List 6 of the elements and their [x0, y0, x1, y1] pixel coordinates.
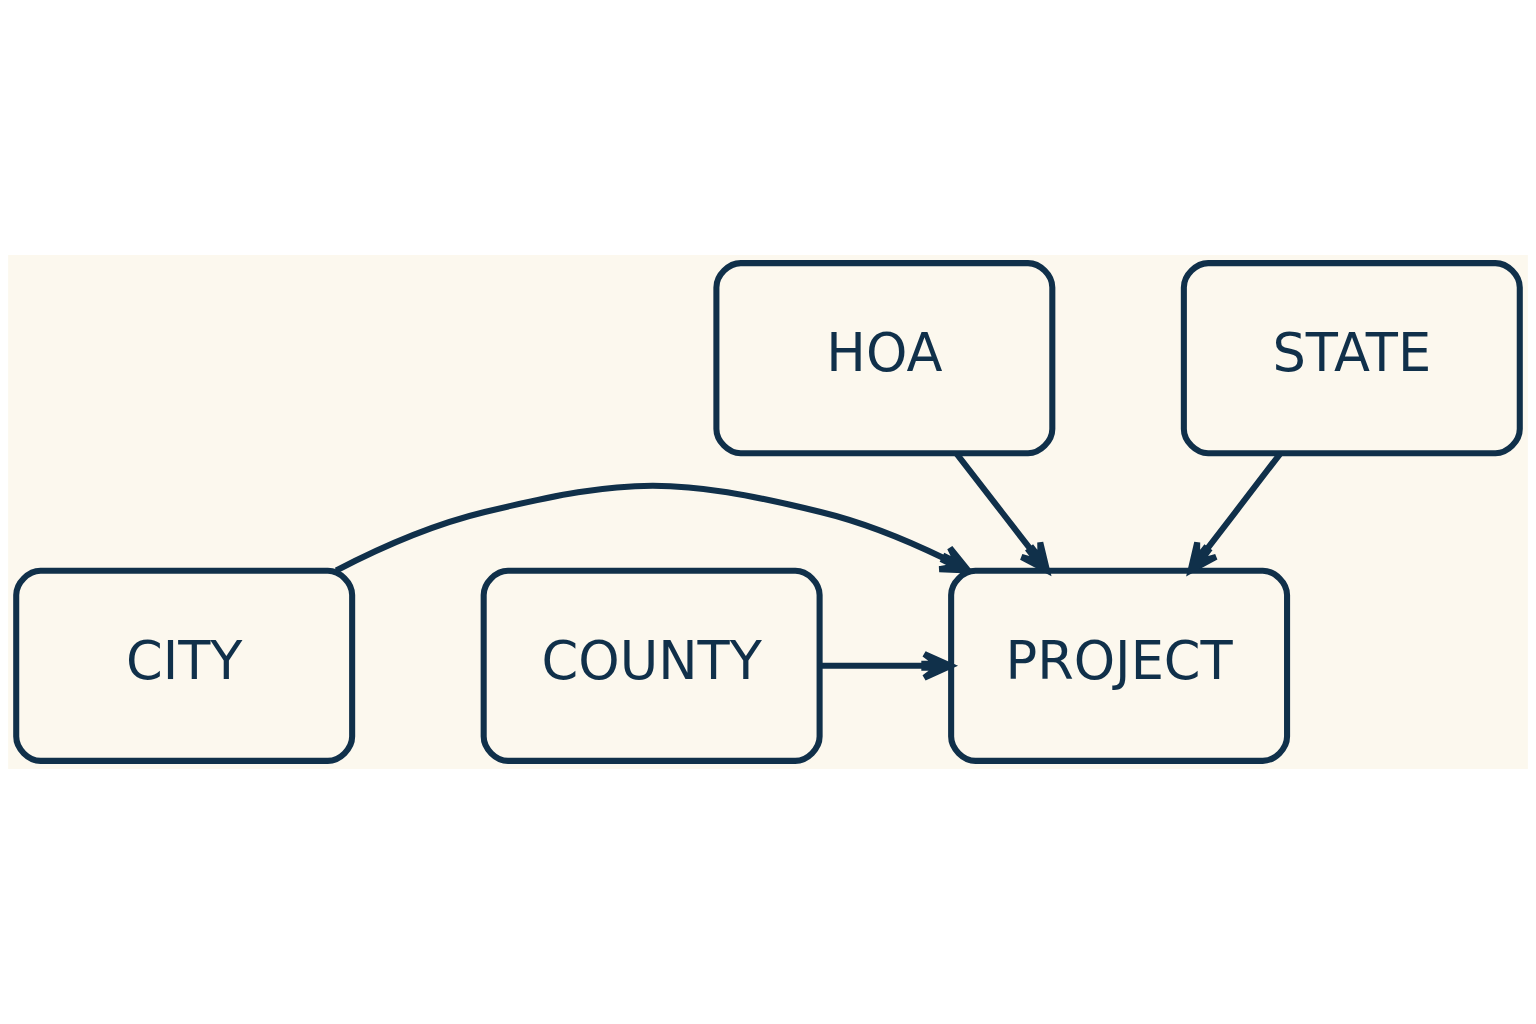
node-box: COUNTY	[480, 567, 823, 764]
arrow	[334, 482, 972, 574]
node-box: HOA	[713, 260, 1056, 457]
node-box: STATE	[1180, 260, 1523, 457]
node-box: CITY	[13, 567, 356, 764]
node-box: PROJECT	[948, 567, 1291, 764]
